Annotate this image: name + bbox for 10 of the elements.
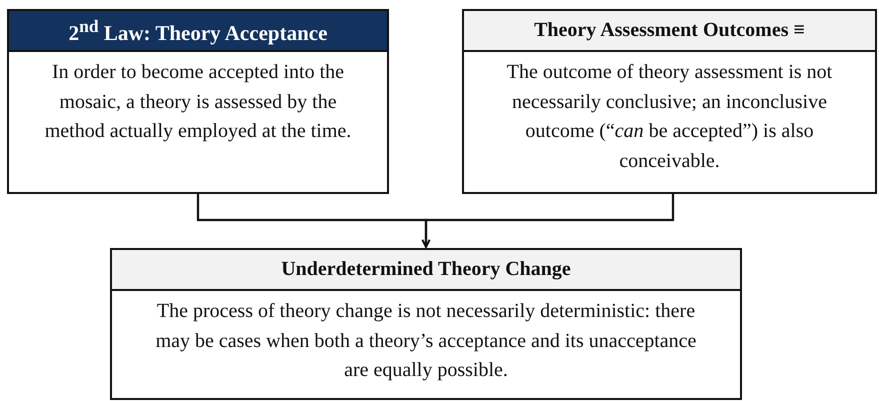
connector-arrow: [422, 194, 674, 248]
process-box: [462, 9, 877, 194]
process-box: [110, 248, 742, 400]
box-text: In order to become accepted into the mosaic, a theory is assessed by the method actually employed at the time.: [44, 60, 352, 144]
box-heading: Theory Assessment Outcomes ≡: [464, 11, 875, 52]
box-text: The outcome of theory assessment is not necessarily conclusive; an inconclusive outcome (“can be accepted”) is also conceivable.: [506, 60, 834, 174]
box-text: The process of theory change is not necessarily deterministic: there may be cases when both a theory’s acceptance and its unacceptance are equally possible.: [154, 299, 698, 383]
box-heading: 2$^{nd}$ Law: Theory Acceptance: [9, 11, 387, 52]
process-box: [7, 9, 389, 194]
box-heading: Underdetermined Theory Change: [112, 250, 740, 291]
